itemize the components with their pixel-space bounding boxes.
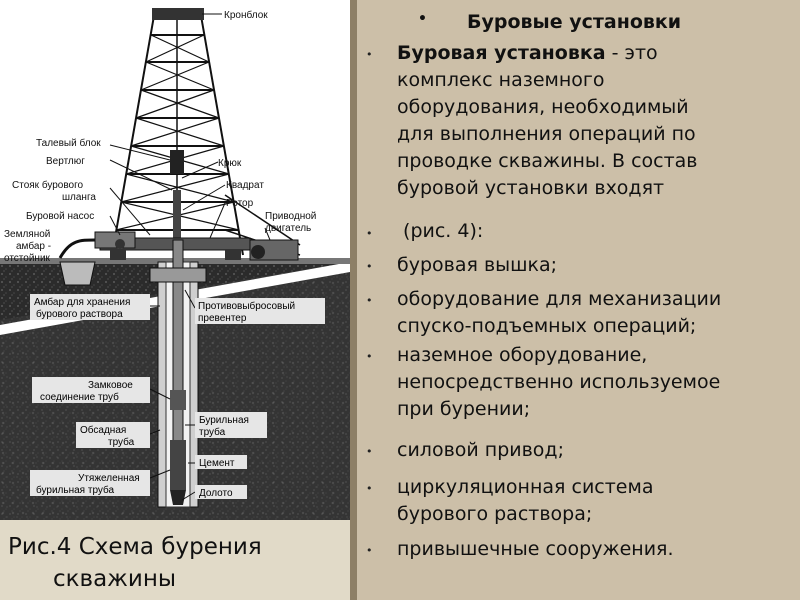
bullet-marker: •: [366, 260, 373, 273]
label-talevyi-blok: Талевый блок: [36, 137, 101, 149]
bullet-item-circulation: циркуляционная система бурового раствора…: [397, 474, 653, 528]
label-box-cement: [195, 455, 247, 469]
label-ambar-3: отстойник: [4, 253, 51, 264]
caption-line-2: скважины: [53, 566, 177, 592]
kelly: [173, 190, 181, 238]
label-rotor: Ротор: [226, 198, 254, 209]
label-box-ambar-hran: [30, 294, 150, 320]
label-box-obsadnaya: [76, 422, 150, 448]
slide-title: • Буровые установки: [418, 11, 682, 33]
bullet-line: бурового раствора;: [397, 503, 593, 525]
crown-block: [152, 8, 204, 20]
text-panel: • Буровые установки • Буровая установка …: [357, 0, 800, 600]
bullet-item-power-drive: силовой привод;: [397, 437, 564, 464]
bullet-marker: •: [366, 482, 373, 495]
bullet-line: спуско-подъемных операций;: [397, 315, 697, 337]
label-zamkovoe-1: Замковое: [88, 380, 133, 391]
bullet-marker: •: [366, 544, 373, 557]
drill-collar: [170, 440, 186, 490]
label-stoyak-1: Стояк бурового: [12, 179, 84, 191]
bullet-line: (рис. 4):: [397, 220, 484, 242]
drilling-diagram-panel: Кронблок Талевый блок Вертлюг Стояк буро…: [0, 0, 350, 520]
bullet-line: привышечные сооружения.: [397, 538, 674, 560]
bullet-marker: •: [366, 445, 373, 458]
bop-stack: [149, 267, 207, 283]
label-burilnaya-2: труба: [199, 426, 226, 438]
bullet-item-structures: привышечные сооружения.: [397, 536, 674, 563]
bullet-line: циркуляционная система: [397, 476, 654, 498]
label-cement: Цемент: [199, 458, 235, 469]
bullet-line: непосредственно используемое: [397, 371, 721, 393]
label-kryuk: Крюк: [218, 158, 242, 169]
engine-wheel: [251, 245, 265, 259]
bullet-line: для выполнения операций по: [397, 123, 696, 145]
label-ambar-2: амбар -: [16, 240, 51, 252]
label-ambar-1: Земляной: [4, 229, 50, 240]
title-bullet: •: [418, 11, 427, 27]
label-kronblok: Кронблок: [224, 9, 268, 21]
pump-suction-pipe: [58, 238, 96, 259]
bullet-line: буровой установки входят: [397, 177, 665, 199]
leader-lines: [109, 13, 271, 501]
bullet-line: силовой привод;: [397, 439, 564, 461]
pump-wheel: [115, 239, 125, 249]
tool-joint: [170, 390, 186, 410]
label-zamkovoe-2: соединение труб: [40, 391, 119, 403]
term-rest: - это: [605, 42, 658, 64]
bullet-marker: •: [366, 294, 373, 307]
drilling-rig-diagram: Кронблок Талевый блок Вертлюг Стояк буро…: [0, 8, 350, 520]
label-box-utyazh: [30, 470, 150, 496]
mud-pump: [94, 231, 136, 249]
label-privod-1: Приводной: [265, 211, 316, 222]
bullet-marker: •: [366, 350, 373, 363]
label-obsadnaya-1: Обсадная: [80, 424, 126, 436]
label-box-doloto: [195, 485, 247, 499]
label-box-preventer: [195, 298, 325, 324]
label-kvadrat: Квадрат: [226, 180, 264, 191]
floor-support-left: [110, 250, 126, 260]
bullet-line: наземное оборудование,: [397, 344, 648, 366]
label-burilnaya-1: Бурильная: [199, 415, 249, 426]
label-ambar-hran-2: бурового раствора: [36, 308, 123, 320]
bullet-line: проводке скважины. В состав: [397, 150, 698, 172]
label-utyazh-1: Утяжеленная: [78, 473, 140, 484]
label-privod-2: двигатель: [265, 223, 311, 234]
bullet-line: комплекс наземного: [397, 69, 605, 91]
bullet-line: буровая вышка;: [397, 254, 558, 276]
caption-line-1: Рис.4 Схема бурения: [8, 534, 262, 560]
bullet-item-vyshka: буровая вышка;: [397, 252, 557, 279]
label-utyazh-2: бурильная труба: [36, 484, 115, 496]
floor-support-right: [225, 250, 241, 260]
label-obsadnaya-2: труба: [108, 436, 135, 448]
label-preventer-1: Противовыбросовый: [198, 300, 295, 312]
label-vertlyug: Вертлюг: [46, 156, 85, 167]
term-strong: Буровая установка: [397, 42, 606, 64]
figure-caption: Рис.4 Схема бурения скважины: [0, 520, 350, 600]
label-ambar-hran-1: Амбар для хранения: [34, 296, 130, 308]
label-burovoi-nasos: Буровой насос: [26, 211, 94, 222]
bullet-marker: •: [366, 48, 373, 61]
label-box-zamkovoe: [32, 377, 150, 403]
bullet-item-surface-equipment: наземное оборудование, непосредственно и…: [397, 342, 720, 423]
bullet-marker: •: [366, 227, 373, 240]
drive-belt-upper: [224, 194, 301, 246]
label-preventer-2: превентер: [198, 313, 247, 324]
bullet-line: оборудование для механизации: [397, 288, 722, 310]
slide-title-text: Буровые установки: [467, 11, 682, 33]
bullet-item-ref: (рис. 4):: [397, 218, 483, 245]
bullet-item-mechanization: оборудование для механизации спуско-подъ…: [397, 286, 721, 340]
drill-bit: [170, 490, 186, 505]
travelling-block: [170, 150, 184, 174]
bullet-line: оборудования, необходимый: [397, 96, 689, 118]
label-doloto: Долото: [199, 488, 233, 499]
label-box-burilnaya: [195, 412, 267, 438]
label-stoyak-2: шланга: [62, 192, 96, 203]
panel-divider: [350, 0, 357, 600]
bullet-line: при бурении;: [397, 398, 531, 420]
bullet-item-definition: Буровая установка - это комплекс наземно…: [397, 40, 698, 202]
earth-pit: [59, 261, 96, 286]
